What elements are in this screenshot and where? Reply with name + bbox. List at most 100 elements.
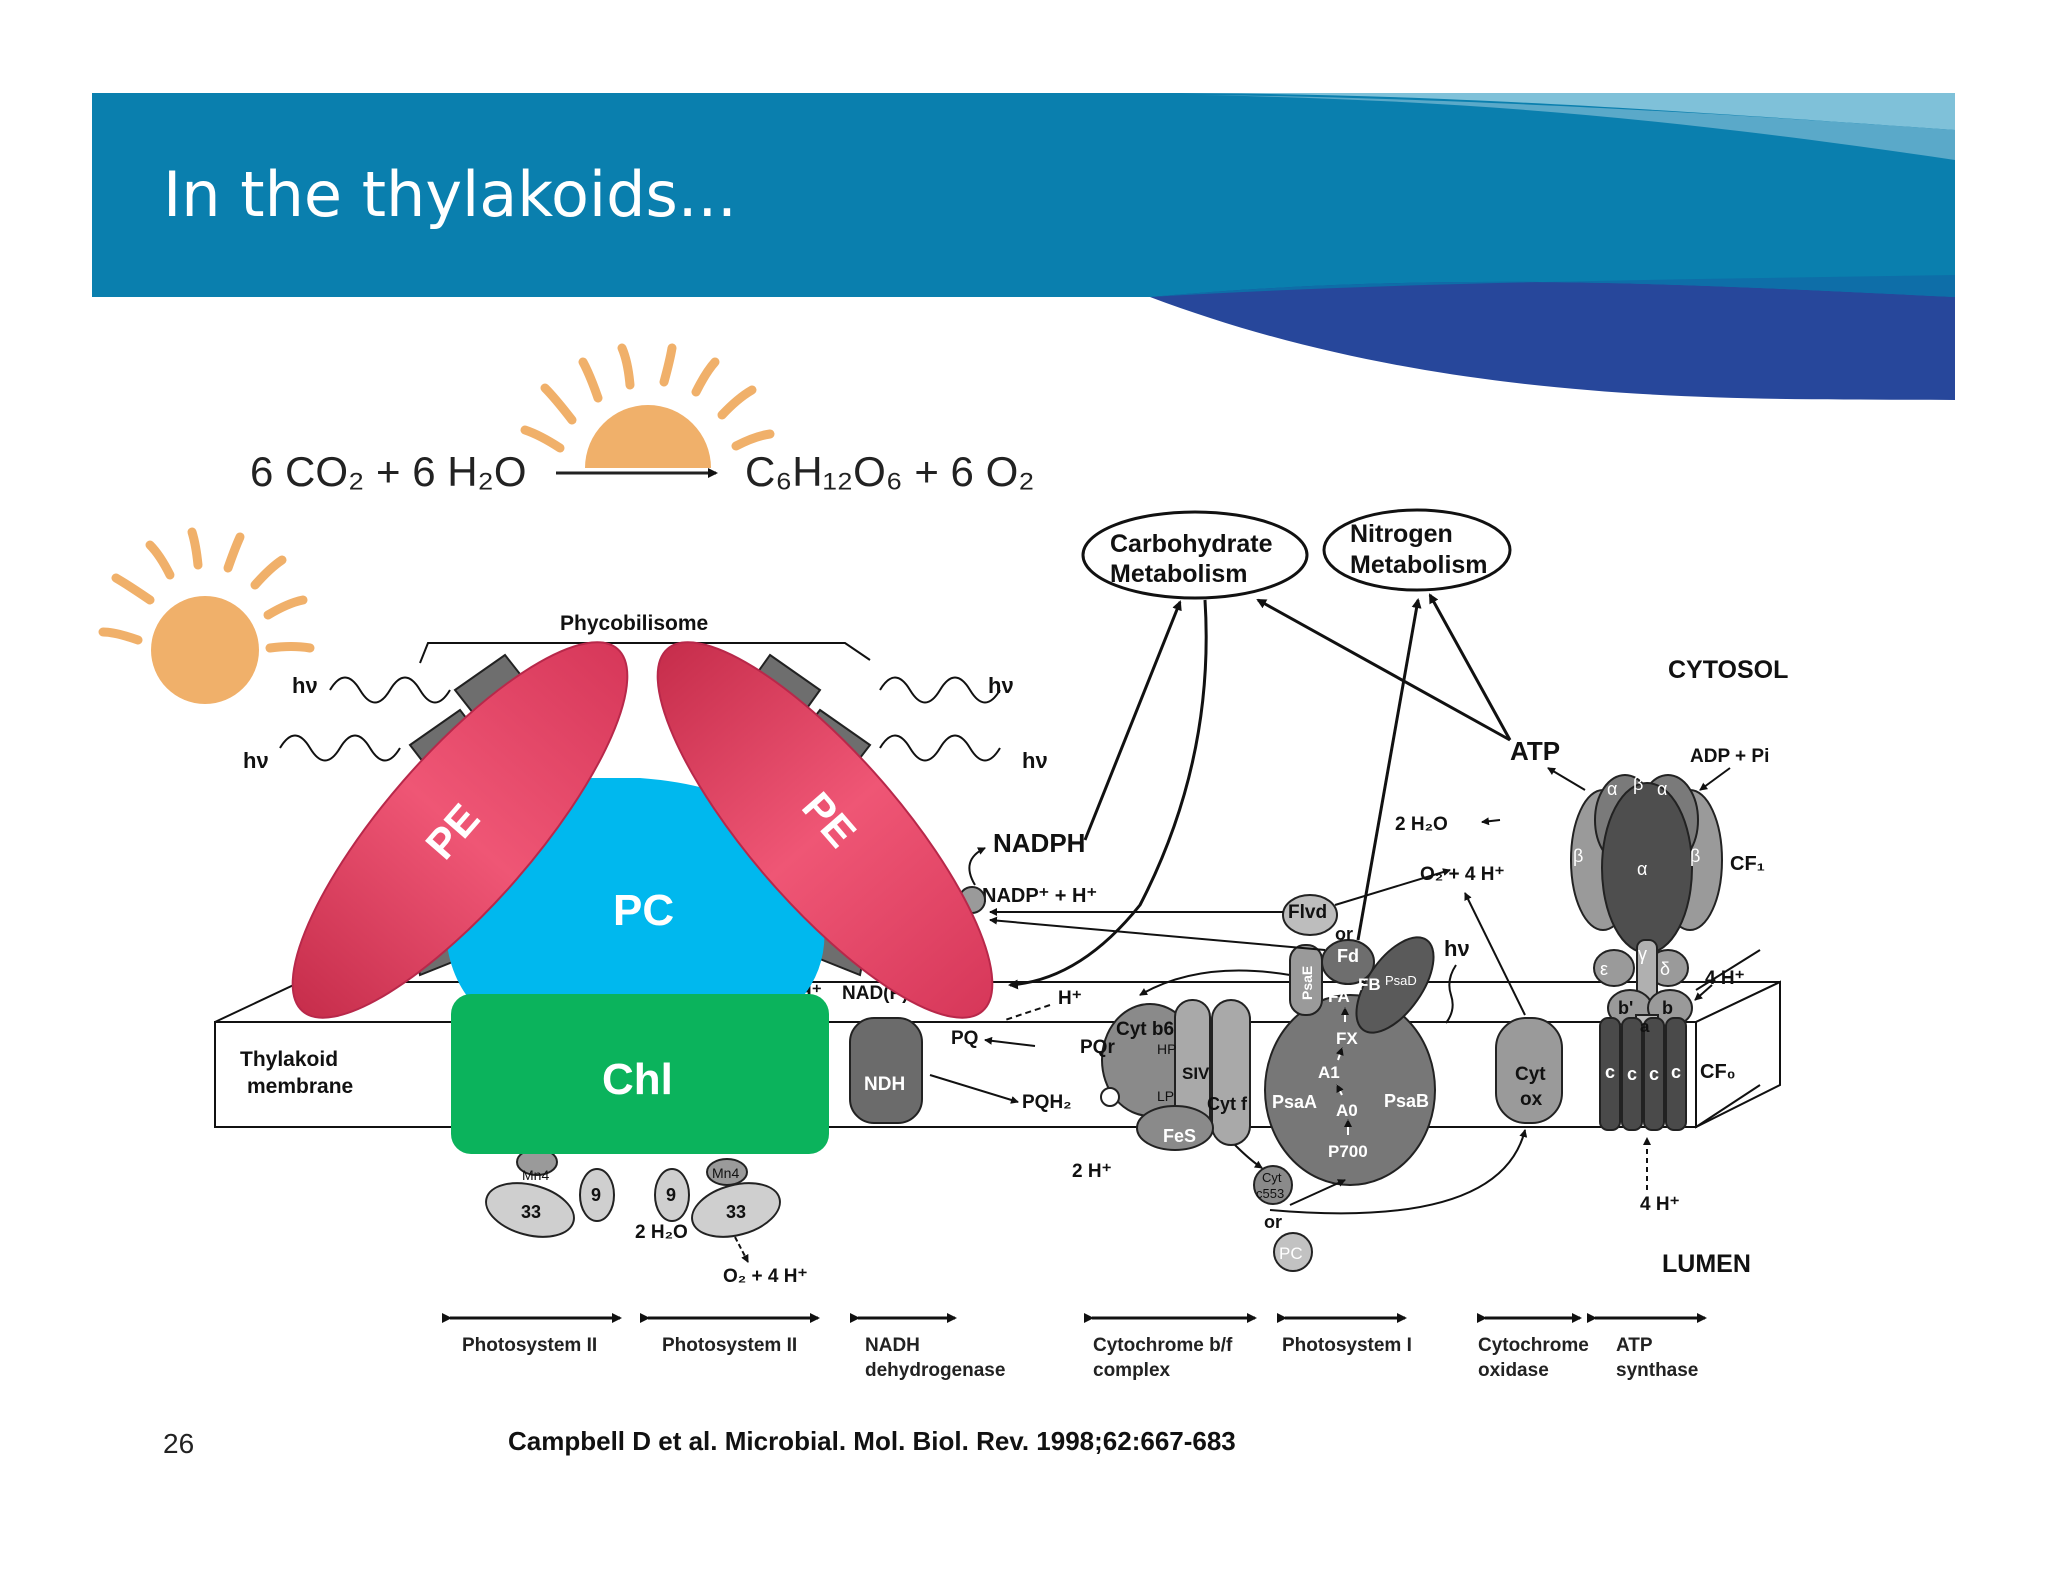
h-plus-label: H⁺ bbox=[1058, 988, 1082, 1009]
subunit-9-left: 9 bbox=[591, 1185, 601, 1205]
subunit-33-left: 33 bbox=[521, 1202, 541, 1222]
bottom-label-atp-2: synthase bbox=[1616, 1360, 1698, 1381]
bottom-label-ndh-2: dehydrogenase bbox=[865, 1360, 1005, 1381]
c-label-2: c bbox=[1627, 1064, 1637, 1084]
flvd-label: Flvd bbox=[1288, 902, 1327, 923]
psii-water-arrow bbox=[734, 1236, 749, 1263]
mn4-label-2: Mn4 bbox=[712, 1165, 739, 1181]
fa-label: FA bbox=[1328, 987, 1350, 1006]
fd-label: Fd bbox=[1337, 946, 1359, 966]
hv-label-1: hν bbox=[292, 673, 318, 698]
sun-icon bbox=[98, 527, 315, 704]
slide-title: In the thylakoids... bbox=[163, 158, 737, 231]
two-h2o-top-label: 2 H₂O bbox=[1395, 814, 1448, 835]
psii-water-label: 2 H₂O bbox=[635, 1222, 688, 1243]
a1-label: A1 bbox=[1318, 1063, 1340, 1082]
pq-arrow bbox=[984, 1036, 1036, 1047]
o2-4h-top-label: O₂ + 4 H⁺ bbox=[1420, 864, 1504, 885]
qr-label: PQr bbox=[1080, 1037, 1115, 1058]
nadph-label: NADPH bbox=[993, 828, 1085, 858]
bottom-label-cytox-1: Cytochrome bbox=[1478, 1335, 1589, 1356]
c-label-1: c bbox=[1605, 1062, 1615, 1082]
pc-overlay-label: PC bbox=[613, 886, 674, 935]
cyt-c553-label-2: c553 bbox=[1256, 1186, 1284, 1201]
psad-label: PsaD bbox=[1385, 973, 1417, 988]
cyt-f-label: Cyt f bbox=[1207, 1094, 1248, 1114]
four-h-top-arrow bbox=[1694, 984, 1713, 1001]
psii-lumen-subunits bbox=[485, 1148, 781, 1238]
psaa-label: PsaA bbox=[1272, 1092, 1317, 1112]
cf1-label: CF₁ bbox=[1730, 853, 1765, 875]
bottom-label-ps1: Photosystem I bbox=[1282, 1335, 1412, 1356]
nadp-label: NADP⁺ + H⁺ bbox=[982, 885, 1097, 907]
bottom-label-ps2-right: Photosystem II bbox=[662, 1335, 797, 1356]
nitrogen-metabolism-oval bbox=[1322, 508, 1512, 592]
psii-o2-label: O₂ + 4 H⁺ bbox=[723, 1266, 807, 1287]
cyt-ox-label-2: ox bbox=[1520, 1089, 1543, 1110]
cytf-c553-arrow bbox=[1234, 1144, 1263, 1169]
cytochrome-oxidase bbox=[1495, 1017, 1563, 1124]
pc-small-label: PC bbox=[1279, 1244, 1303, 1263]
ndh-label: NDH bbox=[864, 1074, 905, 1095]
lumen-oxidase-arrow bbox=[1269, 1129, 1528, 1215]
chl-overlay-label: Chl bbox=[602, 1055, 673, 1104]
or-label-2: or bbox=[1264, 1212, 1282, 1232]
phycobilisome-label: Phycobilisome bbox=[560, 612, 708, 635]
carbohydrate-metabolism-oval bbox=[1081, 510, 1309, 600]
four-h-top-label: 4 H⁺ bbox=[1705, 968, 1745, 989]
bottom-label-ndh-1: NADH bbox=[865, 1335, 920, 1356]
carbohydrate-label-2: Metabolism bbox=[1110, 560, 1248, 588]
psab-label: PsaB bbox=[1384, 1091, 1429, 1111]
cytochrome-bf-complex bbox=[1100, 999, 1251, 1151]
oxidase-o2-arrow bbox=[1464, 892, 1526, 1016]
pq-label: PQ bbox=[951, 1028, 978, 1049]
gamma-label: γ bbox=[1638, 944, 1647, 964]
electron-flow-arrows bbox=[989, 908, 1326, 951]
atp-label: ATP bbox=[1510, 736, 1560, 766]
alpha-label-1: α bbox=[1607, 779, 1617, 799]
bottom-label-cytbf-2: complex bbox=[1093, 1360, 1171, 1381]
cyt-c553-label-1: Cyt bbox=[1262, 1170, 1282, 1185]
header-banner bbox=[92, 93, 1955, 400]
pqh2-arrow bbox=[929, 1074, 1019, 1104]
alpha-label-2: α bbox=[1657, 779, 1667, 799]
phycobilisome-frame bbox=[419, 642, 871, 664]
beta-label-2: β bbox=[1573, 846, 1583, 866]
equation-right: C₆H₁₂O₆ + 6 O₂ bbox=[745, 448, 1035, 495]
siv-label: SIV bbox=[1182, 1064, 1210, 1083]
cyt-b6-label: Cyt b6 bbox=[1116, 1019, 1174, 1040]
page-number: 26 bbox=[163, 1428, 194, 1459]
bottom-label-ps2-left: Photosystem II bbox=[462, 1335, 597, 1356]
epsilon-label: ε bbox=[1600, 959, 1608, 979]
photosystem-i bbox=[1264, 894, 1436, 1186]
delta-label: δ bbox=[1660, 959, 1670, 979]
hv-label-3: hν bbox=[988, 673, 1014, 698]
lp-label: LP bbox=[1157, 1088, 1174, 1104]
equation-left: 6 CO₂ + 6 H₂O bbox=[250, 448, 527, 495]
bottom-label-cytox-2: oxidase bbox=[1478, 1360, 1549, 1381]
two-h-bottom-label: 2 H⁺ bbox=[1072, 1161, 1112, 1182]
cyt-ox-label-1: Cyt bbox=[1515, 1064, 1546, 1085]
a0-label: A0 bbox=[1336, 1101, 1358, 1120]
hv-label-4: hν bbox=[1022, 748, 1048, 773]
pe-right-overlay bbox=[656, 641, 994, 1019]
cf0-label: CF₀ bbox=[1700, 1061, 1736, 1083]
fx-label: FX bbox=[1336, 1029, 1358, 1048]
or-label-1: or bbox=[1335, 924, 1353, 944]
light-wave-icon bbox=[279, 676, 1001, 762]
cyt-bf-cycle-arrow bbox=[1139, 969, 1291, 996]
metabolism-arrows bbox=[1008, 593, 1512, 990]
pqh2-label: PQH₂ bbox=[1022, 1092, 1072, 1113]
nadp-to-nadph-arrow bbox=[968, 847, 986, 886]
bottom-label-atp-1: ATP bbox=[1616, 1335, 1653, 1356]
pc-small bbox=[1273, 1232, 1313, 1272]
psae-label: PsaE bbox=[1299, 966, 1315, 1000]
flvd-o2-arrow bbox=[1334, 868, 1451, 906]
fb-label: FB bbox=[1358, 975, 1381, 994]
fes-label: FeS bbox=[1163, 1126, 1196, 1146]
beta-label-3: β bbox=[1690, 846, 1700, 866]
ndh-complex bbox=[849, 1017, 923, 1124]
chl-overlay bbox=[451, 994, 829, 1154]
h-plus-dashed-arrow bbox=[1004, 1004, 1051, 1021]
